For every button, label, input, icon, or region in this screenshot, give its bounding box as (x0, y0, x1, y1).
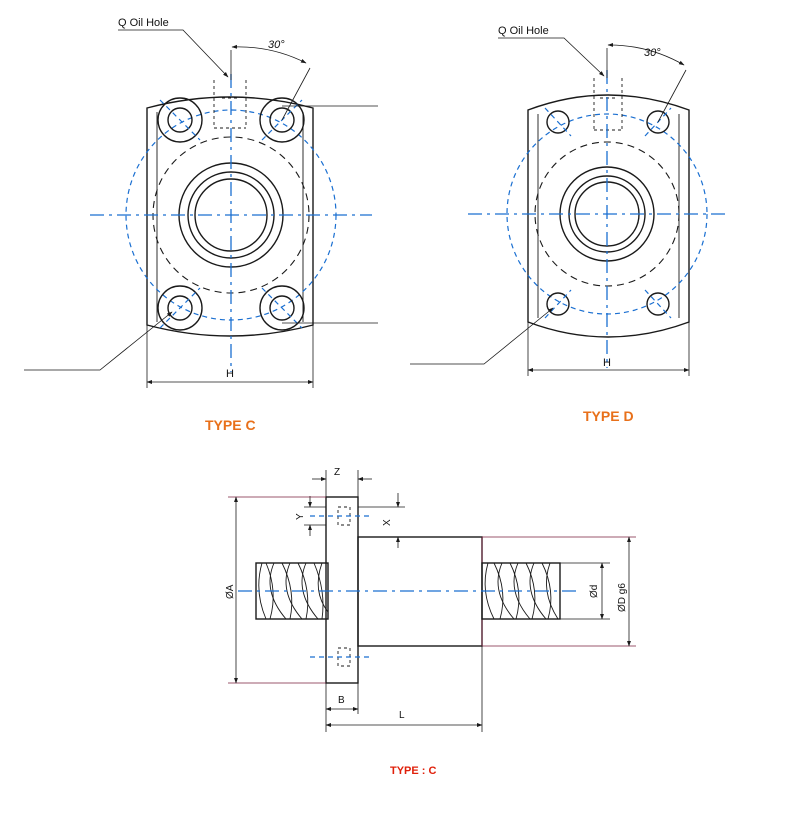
type-d-bolt-holes (546, 110, 670, 316)
type-c-title: TYPE C (205, 417, 256, 433)
type-d-width-label: H (603, 357, 611, 369)
type-c-width-label: H (226, 368, 234, 380)
type-d-title: TYPE D (583, 408, 634, 424)
side-view-title: TYPE : C (390, 765, 437, 777)
type-c-bolt-holes (157, 97, 305, 331)
y-label: Y (295, 513, 306, 520)
z-label: Z (334, 467, 340, 478)
type-d-angle-label: 30° (644, 47, 661, 59)
type-d-front-view: 30° Q Oil Hole H TYPE D (410, 25, 728, 424)
type-c-flange-outline (146, 96, 314, 337)
type-d-oil-hole-label: Q Oil Hole (498, 25, 549, 37)
side-view: Z Y X ØA Ød ØD g6 B (225, 467, 636, 777)
b-label: B (338, 695, 345, 706)
type-c-bore (194, 178, 268, 252)
type-c-front-view: 30° Q Oil Hole H TYPE C (24, 17, 378, 433)
dg6-label: ØD g6 (617, 583, 628, 612)
type-c-oil-hole-label: Q Oil Hole (118, 17, 169, 29)
a-label: ØA (225, 584, 236, 599)
d-label: Ød (589, 585, 600, 598)
l-label: L (399, 710, 405, 721)
type-c-angle-label: 30° (268, 39, 285, 51)
x-label: X (382, 519, 393, 526)
